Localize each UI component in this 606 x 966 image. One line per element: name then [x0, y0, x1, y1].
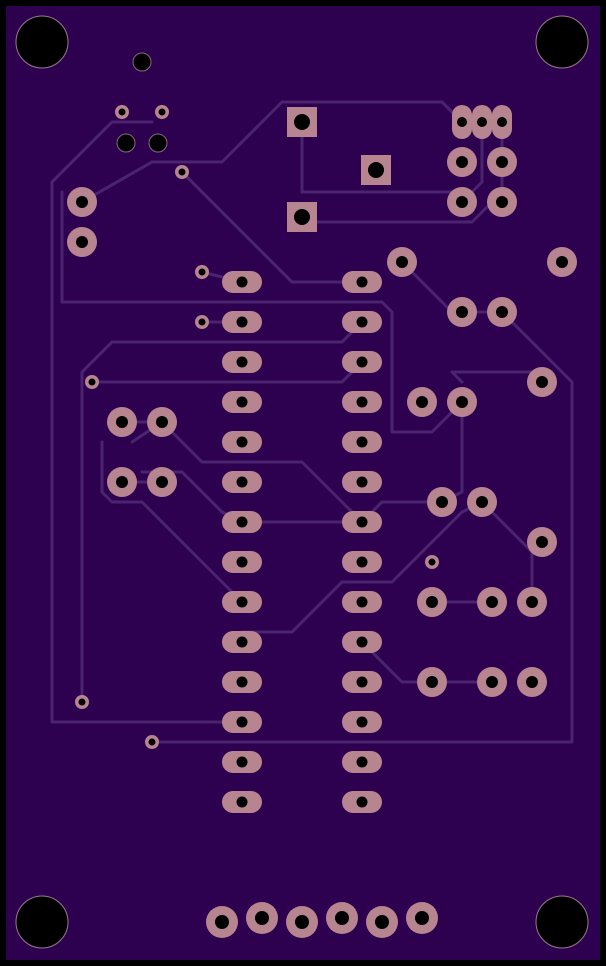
header-pad-drill — [497, 117, 507, 127]
trace-4 — [180, 170, 364, 284]
round-pad-drill — [486, 676, 498, 688]
dip-pad-drill — [236, 276, 248, 288]
dip-pad-drill — [236, 636, 248, 648]
round-pad-drill — [76, 236, 88, 248]
drill-hole — [148, 133, 168, 153]
dip-pad-drill — [236, 756, 248, 768]
dip-pad-drill — [356, 436, 368, 448]
via-drill — [428, 558, 436, 566]
mounting-hole — [535, 895, 589, 949]
trace-3 — [80, 100, 464, 204]
trace-1 — [60, 190, 454, 434]
round-pad-drill — [456, 396, 468, 408]
dip-pad-drill — [356, 596, 368, 608]
via-drill — [88, 378, 96, 386]
dip-pad-drill — [356, 396, 368, 408]
round-pad-drill — [436, 496, 448, 508]
dip-pad-drill — [356, 756, 368, 768]
dip-pad-drill — [356, 716, 368, 728]
via-drill — [118, 108, 126, 116]
bottom-header-pin-drill — [415, 911, 429, 925]
dip-pad-drill — [356, 516, 368, 528]
dip-pad-drill — [236, 596, 248, 608]
trace-9 — [80, 320, 364, 704]
dip-pad-drill — [356, 796, 368, 808]
via-drill — [198, 318, 206, 326]
trace-19 — [240, 500, 484, 634]
via-drill — [178, 168, 186, 176]
round-pad-drill — [116, 416, 128, 428]
round-pad-drill — [416, 396, 428, 408]
drill-hole — [132, 52, 152, 72]
dip-pad-drill — [236, 396, 248, 408]
round-pad-drill — [556, 256, 568, 268]
bottom-header-pin-drill — [255, 911, 269, 925]
round-pad-drill — [156, 416, 168, 428]
trace-0 — [50, 120, 154, 184]
mounting-hole — [15, 15, 69, 69]
via-drill — [158, 108, 166, 116]
square-pad-drill — [294, 114, 310, 130]
bottom-header-pin-drill — [295, 915, 309, 929]
dip-pad-drill — [356, 316, 368, 328]
round-pad-drill — [496, 196, 508, 208]
pads-layer — [15, 15, 589, 949]
round-pad-drill — [456, 306, 468, 318]
dip-pad-drill — [236, 476, 248, 488]
dip-pad-drill — [236, 316, 248, 328]
round-pad-drill — [456, 156, 468, 168]
round-pad-drill — [426, 596, 438, 608]
dip-pad-drill — [236, 796, 248, 808]
bottom-header-pin-drill — [375, 915, 389, 929]
round-pad-drill — [536, 376, 548, 388]
dip-pad-drill — [236, 716, 248, 728]
round-pad-drill — [476, 496, 488, 508]
dip-pad-drill — [356, 476, 368, 488]
round-pad-drill — [456, 196, 468, 208]
dip-pad-drill — [236, 436, 248, 448]
round-pad-drill — [396, 256, 408, 268]
dip-pad-drill — [356, 556, 368, 568]
dip-pad-drill — [356, 356, 368, 368]
dip-pad-drill — [356, 636, 368, 648]
round-pad-drill — [526, 596, 538, 608]
round-pad-drill — [526, 676, 538, 688]
bottom-header-pin-drill — [215, 915, 229, 929]
bottom-header-pin-drill — [335, 911, 349, 925]
mounting-hole — [15, 895, 69, 949]
drill-hole — [116, 133, 136, 153]
dip-pad-drill — [236, 516, 248, 528]
trace-13 — [100, 440, 244, 604]
round-pad-drill — [156, 476, 168, 488]
via-drill — [148, 738, 156, 746]
trace-2 — [50, 180, 244, 724]
round-pad-drill — [426, 676, 438, 688]
round-pad-drill — [76, 196, 88, 208]
trace-21 — [150, 310, 574, 744]
round-pad-drill — [486, 596, 498, 608]
dip-pad-drill — [356, 276, 368, 288]
header-pad-drill — [457, 117, 467, 127]
dip-pad-drill — [356, 676, 368, 688]
round-pad-drill — [496, 156, 508, 168]
trace-12 — [160, 420, 364, 524]
round-pad-drill — [116, 476, 128, 488]
header-pad-drill — [477, 117, 487, 127]
dip-pad-drill — [236, 356, 248, 368]
dip-pad-drill — [236, 676, 248, 688]
square-pad-drill — [368, 162, 384, 178]
via-drill — [78, 698, 86, 706]
mounting-hole — [535, 15, 589, 69]
square-pad-drill — [294, 209, 310, 225]
round-pad-drill — [536, 536, 548, 548]
round-pad-drill — [496, 306, 508, 318]
via-drill — [198, 268, 206, 276]
dip-pad-drill — [236, 556, 248, 568]
